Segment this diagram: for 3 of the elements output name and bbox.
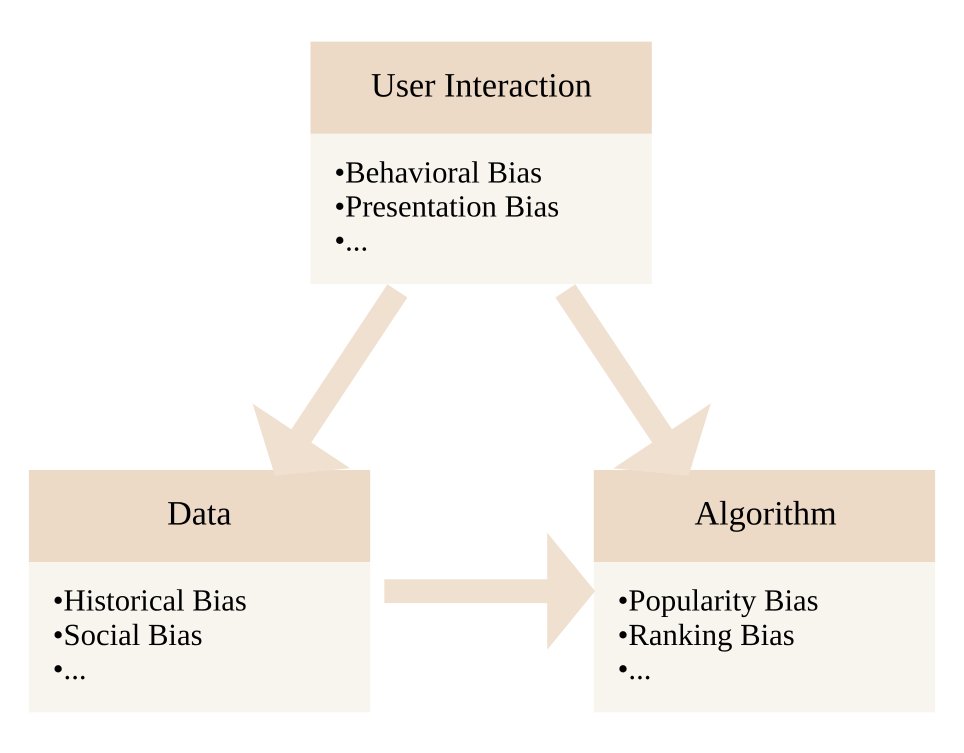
- arrow: [384, 532, 596, 650]
- arrow: [555, 284, 711, 476]
- arrow: [252, 284, 408, 476]
